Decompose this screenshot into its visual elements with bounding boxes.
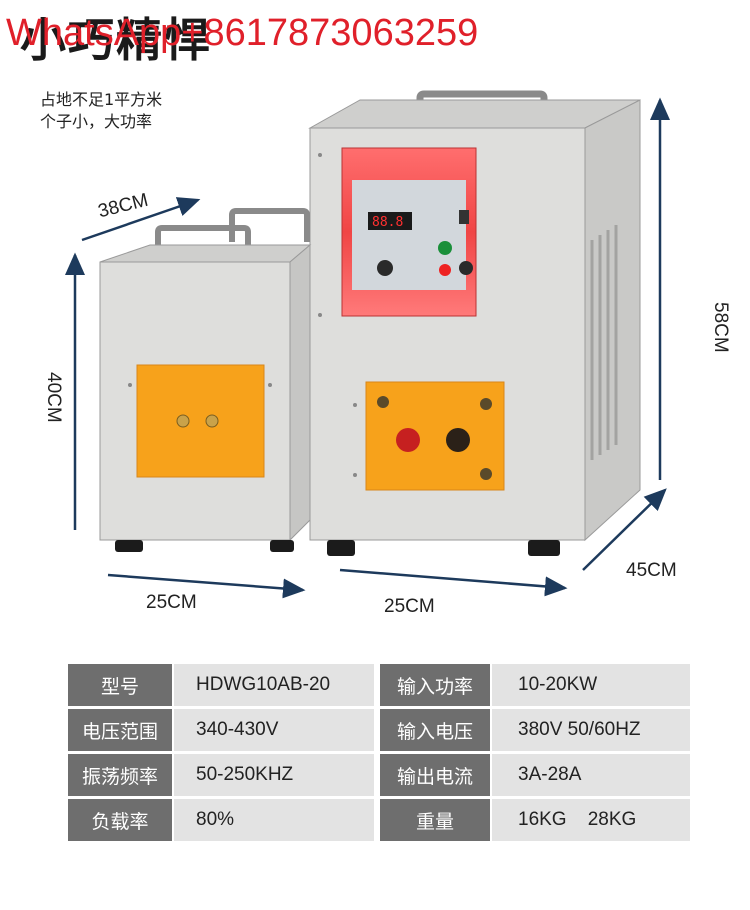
spec-row: 负载率 80% 重量 16KG 28KG (68, 799, 690, 841)
spec-value-frequency: 50-250KHZ (174, 754, 374, 796)
dimension-small-width: 25CM (146, 592, 197, 613)
spec-value-model: HDWG10AB-20 (174, 664, 374, 706)
spec-label-model: 型号 (68, 664, 172, 706)
spec-label-voltage-range: 电压范围 (68, 709, 172, 751)
dimension-large-width: 25CM (384, 596, 435, 617)
spec-row: 振荡频率 50-250KHZ 输出电流 3A-28A (68, 754, 690, 796)
spec-value-load-rate: 80% (174, 799, 374, 841)
spec-label-frequency: 振荡频率 (68, 754, 172, 796)
spec-row: 型号 HDWG10AB-20 输入功率 10-20KW (68, 664, 690, 706)
svg-text:88.8: 88.8 (372, 215, 403, 230)
spec-label-weight: 重量 (380, 799, 490, 841)
page-title: 小巧精悍 (20, 13, 212, 67)
dimension-large-height: 58CM (710, 302, 731, 353)
spec-value-voltage-range: 340-430V (174, 709, 374, 751)
spec-value-input-voltage: 380V 50/60HZ (492, 709, 690, 751)
dimension-large-depth: 45CM (626, 560, 677, 581)
spec-row: 电压范围 340-430V 输入电压 380V 50/60HZ (68, 709, 690, 751)
spec-label-load-rate: 负载率 (68, 799, 172, 841)
spec-label-output-current: 输出电流 (380, 754, 490, 796)
subtitle-line-2: 个子小，大功率 (40, 112, 153, 131)
spec-label-input-power: 输入功率 (380, 664, 490, 706)
subtitle-line-1: 占地不足1平方米 (40, 90, 163, 109)
watermark-text: WhatsApp+8617873063259 (6, 12, 479, 54)
small-transformer-unit (99, 208, 312, 552)
product-illustration: 88.8 (65, 90, 670, 599)
spec-table: 型号 HDWG10AB-20 输入功率 10-20KW 电压范围 340-430… (68, 664, 690, 844)
dimension-small-height: 40CM (43, 372, 64, 423)
spec-label-input-voltage: 输入电压 (380, 709, 490, 751)
spec-value-weight: 16KG 28KG (492, 799, 690, 841)
spec-value-output-current: 3A-28A (492, 754, 690, 796)
spec-value-input-power: 10-20KW (492, 664, 690, 706)
large-induction-heater: 88.8 (308, 90, 641, 556)
